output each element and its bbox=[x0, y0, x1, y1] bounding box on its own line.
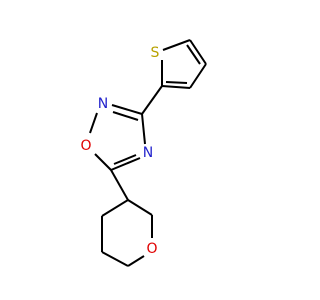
oxane-ring bbox=[101, 199, 153, 267]
bond-ox-c6-c5 bbox=[101, 251, 129, 267]
bond-c4-c5 bbox=[189, 39, 207, 65]
bond-c5-n4-double bbox=[113, 154, 137, 165]
molecule-structure: S N O N O bbox=[80, 39, 207, 267]
bond-n4-c3 bbox=[141, 113, 146, 145]
bond-n2-o1 bbox=[89, 112, 98, 134]
bond-oxadiazole-oxane bbox=[110, 169, 129, 201]
bond-c3-c4 bbox=[189, 63, 207, 89]
bond-c3-n2 bbox=[111, 104, 143, 115]
bond-ox-c3-c2 bbox=[127, 199, 153, 216]
atom-label-pyran-oxygen: O bbox=[146, 241, 157, 257]
bond-c5-s bbox=[162, 39, 191, 51]
thiophene-ring bbox=[161, 39, 207, 89]
bond-c3-c3-inner bbox=[165, 81, 188, 84]
atom-label-nitrogen-2: N bbox=[98, 96, 108, 112]
bond-ox-c4-c3 bbox=[101, 199, 129, 217]
bond-c4-c5-inner bbox=[186, 44, 201, 65]
atom-label-oxygen-1: O bbox=[80, 138, 91, 154]
bond-c2-c3 bbox=[161, 85, 191, 89]
bond-c5-n4 bbox=[110, 157, 141, 171]
oxadiazole-ring bbox=[89, 104, 146, 171]
atom-label-sulfur: S bbox=[151, 45, 160, 61]
bond-thiophene-oxadiazole bbox=[141, 85, 163, 115]
bond-o1-c5 bbox=[94, 153, 112, 171]
atom-label-nitrogen-4: N bbox=[143, 145, 153, 161]
bond-c3-n2-double bbox=[112, 111, 139, 121]
bond-ox-o-c6 bbox=[127, 255, 145, 267]
